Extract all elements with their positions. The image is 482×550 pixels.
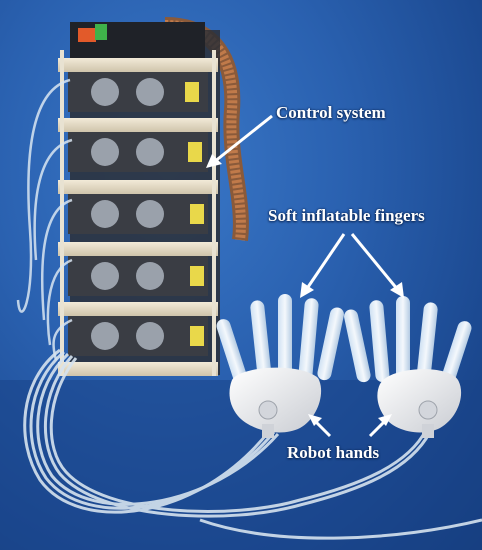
arrow-finger-right	[350, 233, 400, 291]
arrow-control-system-head	[206, 154, 222, 168]
annotation-arrows	[206, 114, 404, 438]
label-robot-hands: Robot hands	[287, 443, 380, 462]
arrow-hand-right-head	[378, 414, 392, 426]
pneumatic-tubes-left	[16, 78, 73, 361]
pneumatic-tubes-bottom	[23, 348, 482, 540]
stack-layer	[58, 302, 218, 356]
arrow-finger-left-head	[300, 282, 314, 298]
arrow-control-system	[213, 114, 273, 164]
robot-hand-left	[216, 294, 344, 438]
robot-hand-right	[344, 296, 472, 438]
stack-layer	[58, 118, 218, 172]
control-stack	[58, 22, 220, 376]
arrow-finger-left	[304, 233, 346, 291]
stack-layer	[58, 180, 218, 234]
stack-layer	[58, 242, 218, 296]
arrow-finger-right-head	[390, 282, 404, 298]
label-soft-inflatable-fingers: Soft inflatable fingers	[268, 206, 425, 225]
arrow-hand-left-head	[308, 414, 322, 426]
label-control-system: Control system	[276, 103, 386, 122]
stack-layer	[58, 58, 218, 112]
